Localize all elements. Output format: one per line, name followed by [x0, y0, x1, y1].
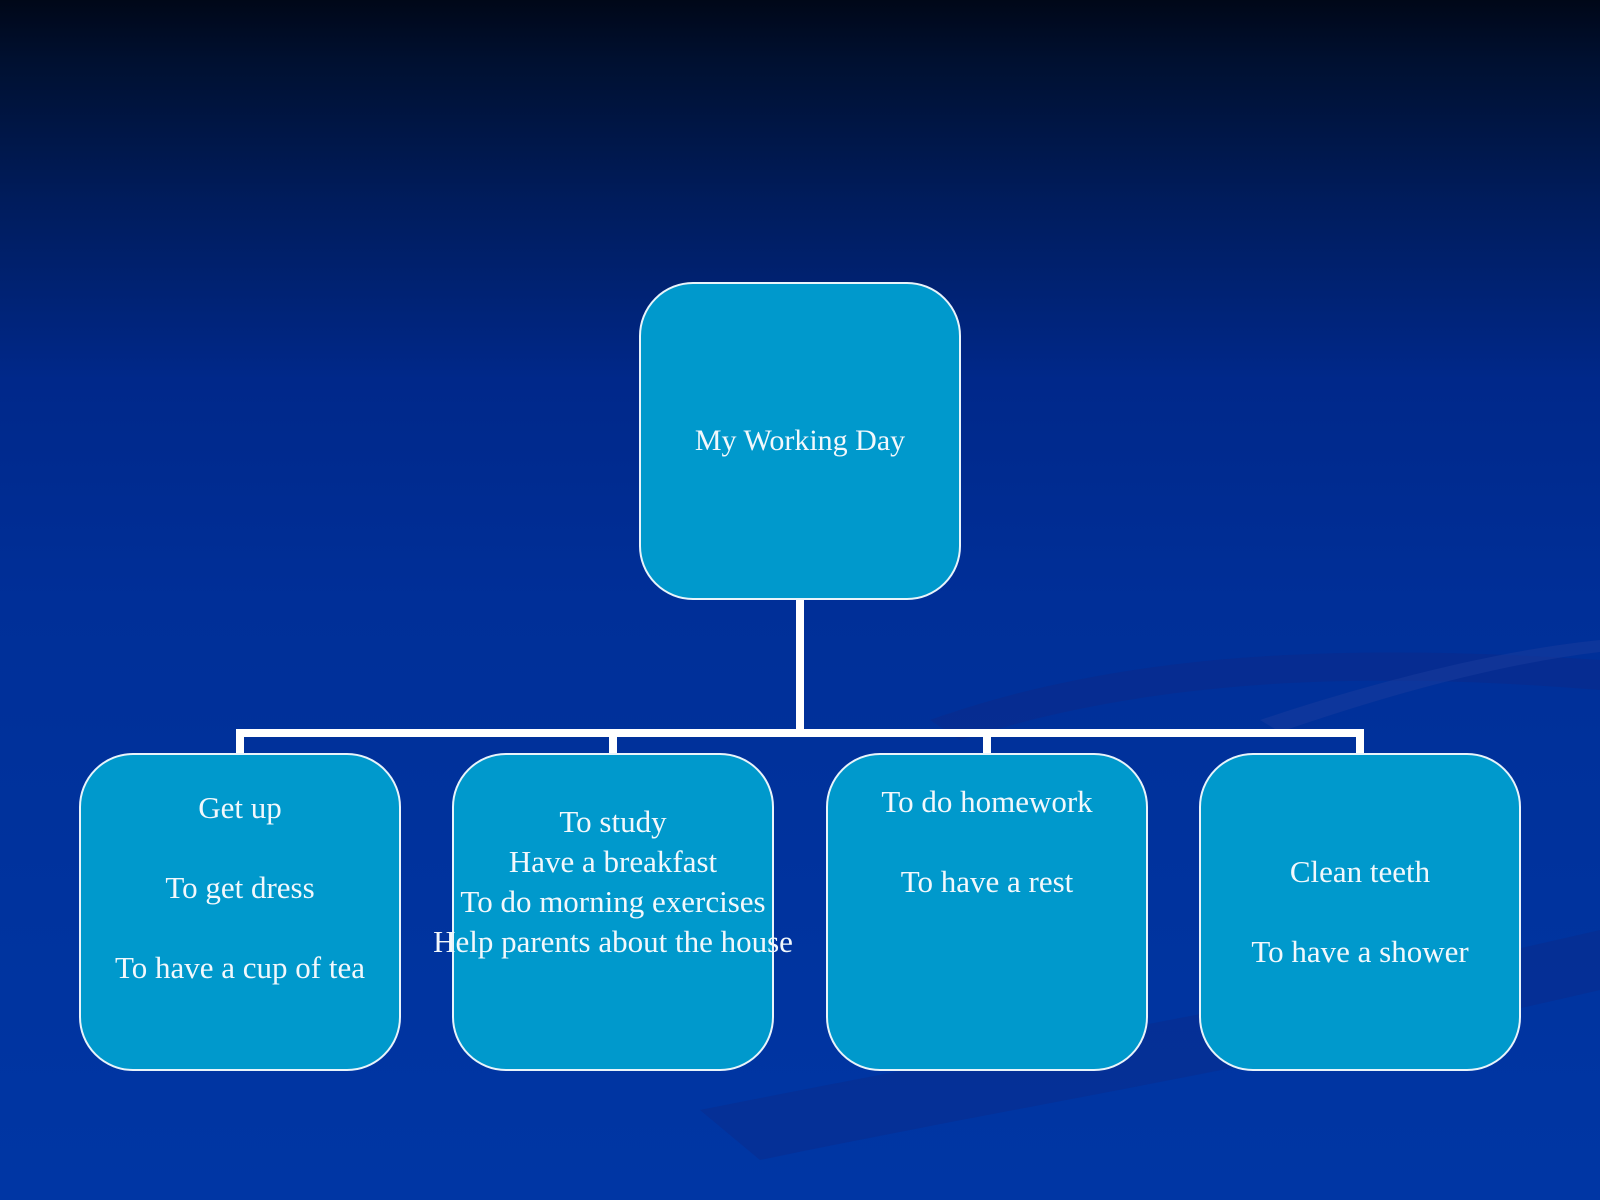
node-text-spacer — [115, 828, 365, 868]
node-text-line: To have a shower — [1251, 934, 1469, 969]
root-node-label: My Working Day — [694, 424, 906, 457]
child-node-1-lines: Get up To get dress To have a cup of tea — [115, 788, 365, 988]
child-node-1: Get up To get dress To have a cup of tea — [79, 753, 401, 1071]
node-text-line: Help parents about the house — [433, 924, 793, 959]
node-text-line: To have a rest — [900, 864, 1074, 899]
child-node-3-lines: To do homework To have a rest — [881, 782, 1092, 902]
node-text-spacer — [115, 908, 365, 948]
node-text-line: To study — [559, 804, 667, 839]
node-text-line: Have a breakfast — [508, 844, 718, 879]
node-text-line: To do homework — [881, 784, 1093, 819]
node-text-line: Get up — [198, 790, 282, 825]
node-text-spacer — [881, 822, 1092, 862]
child-node-2-lines: To study Have a breakfast To do morning … — [433, 802, 793, 962]
node-text-line: To get dress — [165, 870, 315, 905]
node-text-line: Clean teeth — [1289, 854, 1431, 889]
node-text-line: To have a cup of tea — [114, 950, 365, 985]
node-text-line: To do morning exercises — [460, 884, 766, 919]
root-node: My Working Day — [639, 282, 961, 600]
child-node-4: Clean teeth To have a shower — [1199, 753, 1521, 1071]
node-text-spacer — [1251, 892, 1468, 932]
child-node-4-lines: Clean teeth To have a shower — [1251, 852, 1468, 972]
child-node-2: To study Have a breakfast To do morning … — [433, 753, 793, 1071]
child-node-3: To do homework To have a rest — [826, 753, 1148, 1071]
